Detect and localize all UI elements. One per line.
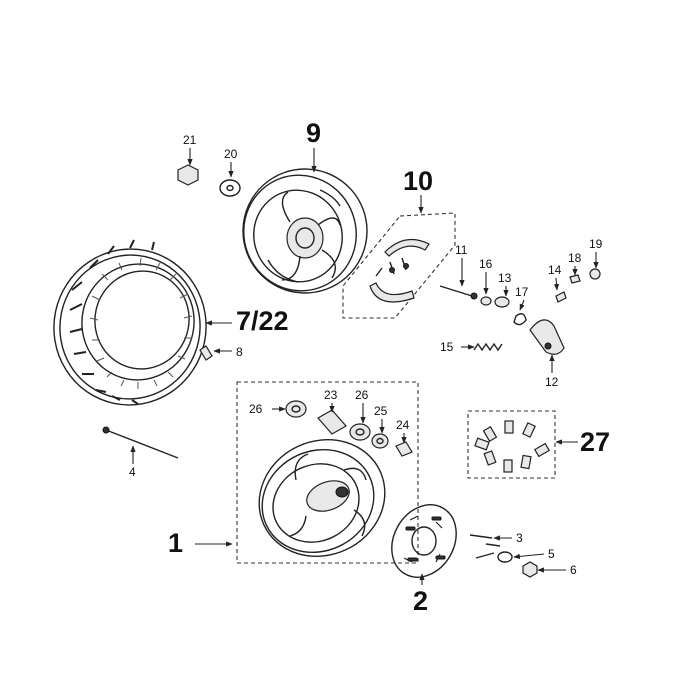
leader-lines: [130, 148, 599, 585]
label-10: 10: [403, 166, 433, 196]
tire: [53, 239, 207, 406]
small-parts: [102, 164, 601, 578]
label-24: 24: [396, 418, 410, 432]
wheel-9: [242, 168, 368, 294]
brake-disc: [391, 504, 457, 578]
label-16: 16: [479, 257, 493, 271]
label-1: 1: [168, 528, 183, 558]
wheel-1: [258, 438, 386, 558]
label-20: 20: [224, 147, 238, 161]
label-2: 2: [413, 586, 428, 616]
hub-parts-box: [236, 381, 419, 564]
brake-shoe-group: [342, 212, 456, 319]
label-23: 23: [324, 388, 338, 402]
label-6: 6: [570, 563, 577, 577]
label-3: 3: [516, 531, 523, 545]
roller-set: [467, 410, 556, 479]
label-5: 5: [548, 547, 555, 561]
label-7-22: 7/22: [236, 306, 289, 336]
label-11: 11: [455, 243, 468, 257]
label-12: 12: [545, 375, 559, 389]
label-13: 13: [498, 271, 512, 285]
label-8: 8: [236, 345, 243, 359]
label-26a: 26: [249, 402, 263, 416]
label-9: 9: [306, 118, 321, 148]
label-14: 14: [548, 263, 562, 277]
label-25: 25: [374, 404, 388, 418]
label-21: 21: [183, 133, 197, 147]
label-19: 19: [589, 237, 603, 251]
label-17: 17: [515, 285, 529, 299]
label-27: 27: [580, 427, 610, 457]
label-18: 18: [568, 251, 582, 265]
label-26b: 26: [355, 388, 369, 402]
label-4: 4: [129, 465, 136, 479]
label-15: 15: [440, 340, 454, 354]
